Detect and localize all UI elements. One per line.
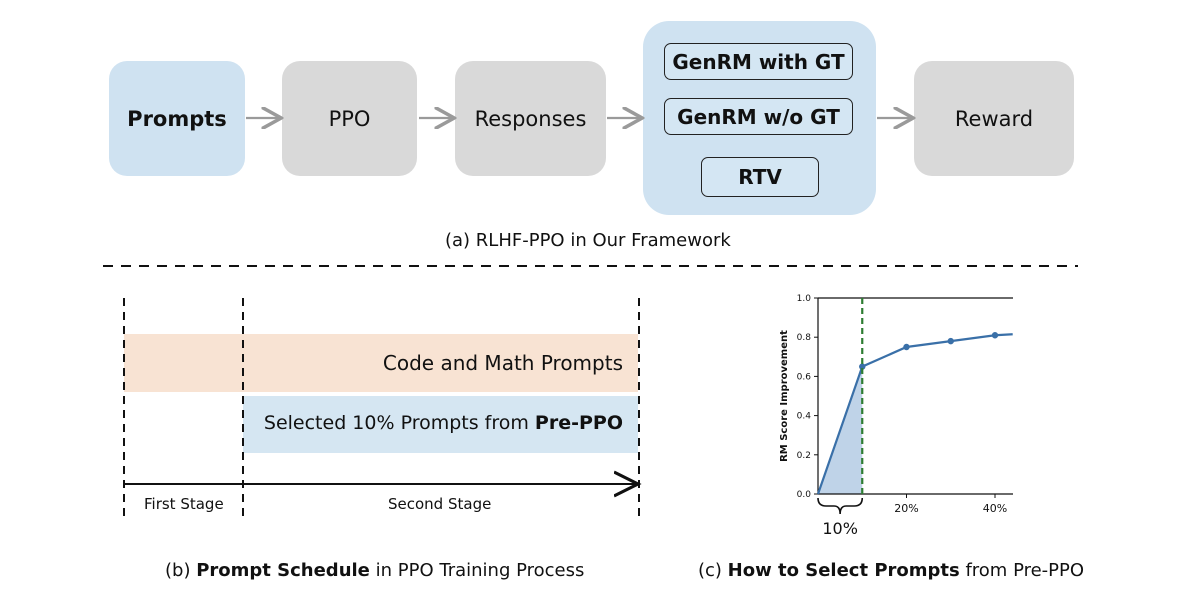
data-point (991, 332, 999, 339)
rtv-label: RTV (738, 165, 782, 189)
y-tick-label: 0.8 (797, 333, 812, 343)
x-tick-label: 40% (983, 502, 1007, 515)
selected-prompts-band (243, 396, 638, 453)
caption-b: (b) Prompt Schedule in PPO Training Proc… (165, 560, 585, 581)
caption-c: (c) How to Select Prompts from Pre-PPO (698, 560, 1085, 581)
x-tick-label: 20% (894, 502, 918, 515)
rtv-box: RTV (701, 157, 819, 197)
code-math-band (124, 334, 638, 392)
y-tick-label: 0.2 (797, 451, 811, 461)
selection-brace (817, 497, 864, 515)
genrm-with-gt-box: GenRM with GT (664, 43, 853, 80)
prompts-label: Prompts (127, 106, 227, 131)
genrm-without-gt-label: GenRM w/o GT (677, 104, 840, 129)
y-tick-label: 0.0 (797, 490, 812, 500)
code-math-label: Code and Math Prompts (382, 351, 623, 375)
first-stage-label: First Stage (144, 495, 224, 513)
y-tick-label: 0.6 (797, 372, 812, 382)
prompts-box: Prompts (109, 61, 245, 176)
caption-a: (a) RLHF-PPO in Our Framework (445, 230, 731, 251)
reward-model-group: GenRM with GT GenRM w/o GT RTV (643, 21, 876, 215)
data-point (947, 337, 954, 345)
selected-prompts-label: Selected 10% Prompts from Pre-PPO (264, 412, 623, 434)
y-axis-label: RM Score Improvement (779, 330, 790, 462)
selected-prompts-text: Selected 10% Prompts from (263, 412, 535, 434)
y-tick-label: 1.0 (797, 294, 812, 304)
second-stage-label: Second Stage (388, 495, 492, 513)
brace-label: 10% (822, 519, 858, 538)
genrm-with-gt-label: GenRM with GT (672, 49, 845, 74)
responses-label: Responses (474, 106, 587, 131)
responses-box: Responses (455, 61, 606, 176)
data-point (903, 343, 910, 351)
genrm-without-gt-box: GenRM w/o GT (664, 98, 853, 135)
caption-c-bold: How to Select Prompts (727, 560, 960, 581)
reward-label: Reward (954, 106, 1034, 131)
ppo-box: PPO (282, 61, 417, 176)
y-tick-label: 0.4 (797, 412, 812, 422)
data-point (859, 363, 866, 370)
reward-box: Reward (914, 61, 1074, 176)
caption-b-bold: Prompt Schedule (196, 560, 370, 581)
pre-ppo-text: Pre-PPO (534, 412, 623, 434)
ppo-label: PPO (328, 106, 371, 131)
